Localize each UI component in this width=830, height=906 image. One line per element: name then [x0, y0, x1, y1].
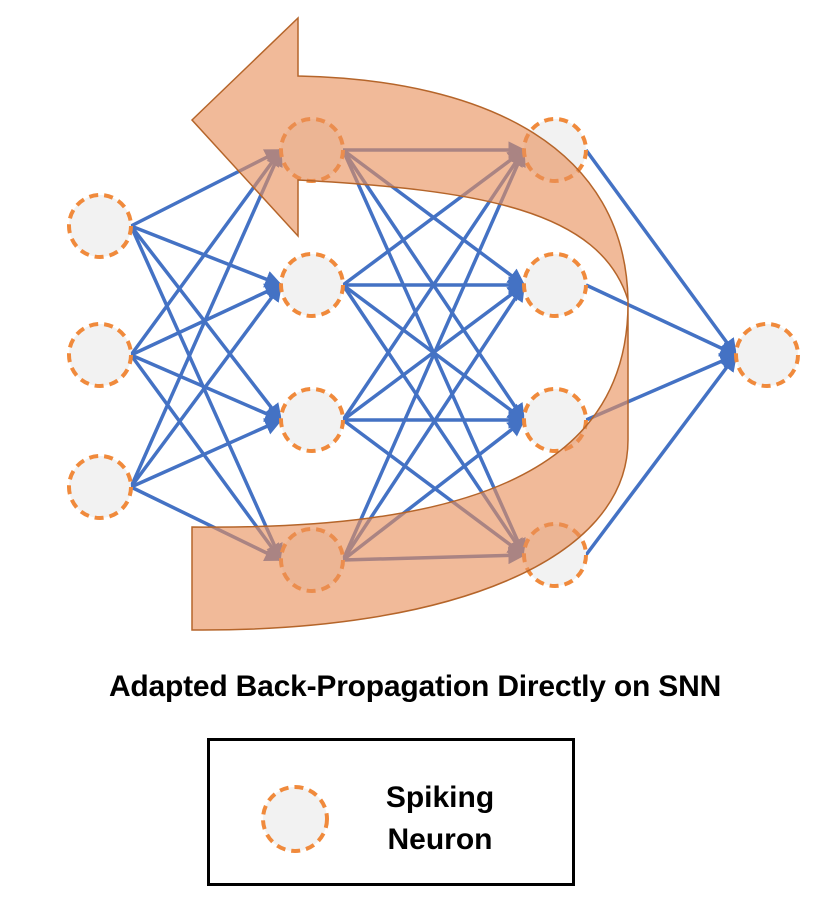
legend-label-line1: Spiking [385, 781, 495, 814]
spiking-neuron-l2-2 [522, 387, 588, 453]
backpropagation-arrow [190, 16, 629, 631]
connection-l2-1-to-0 [585, 283, 738, 357]
connection-l1-3-to-0 [341, 148, 526, 561]
connection-l0-2-to-0 [129, 148, 283, 488]
connection-l2-0-to-0 [584, 148, 738, 357]
spiking-neuron-l0-0 [67, 193, 133, 259]
connection-l0-0-to-3 [129, 225, 283, 562]
spiking-neuron-l3-0 [734, 322, 800, 388]
spiking-neuron-l1-2 [279, 387, 345, 453]
legend: Spiking Neuron [207, 738, 575, 886]
spiking-neuron-l0-1 [67, 322, 133, 388]
spiking-neuron-l2-1 [522, 252, 588, 318]
spiking-neuron-icon [261, 785, 329, 853]
connections [129, 141, 738, 565]
connection-l0-2-to-1 [129, 283, 283, 489]
connection-l2-3-to-0 [584, 353, 738, 557]
connection-l0-0-to-1 [130, 224, 283, 288]
spiking-neuron-l0-2 [67, 454, 133, 520]
legend-label: Spiking Neuron [365, 777, 515, 861]
connection-l0-0-to-2 [129, 224, 283, 422]
diagram-caption: Adapted Back-Propagation Directly on SNN [108, 670, 722, 703]
legend-label-line2: Neuron [387, 823, 493, 856]
connection-l0-2-to-2 [130, 418, 283, 489]
spiking-neuron-l1-1 [279, 252, 345, 318]
connection-l1-3-to-1 [341, 283, 526, 561]
